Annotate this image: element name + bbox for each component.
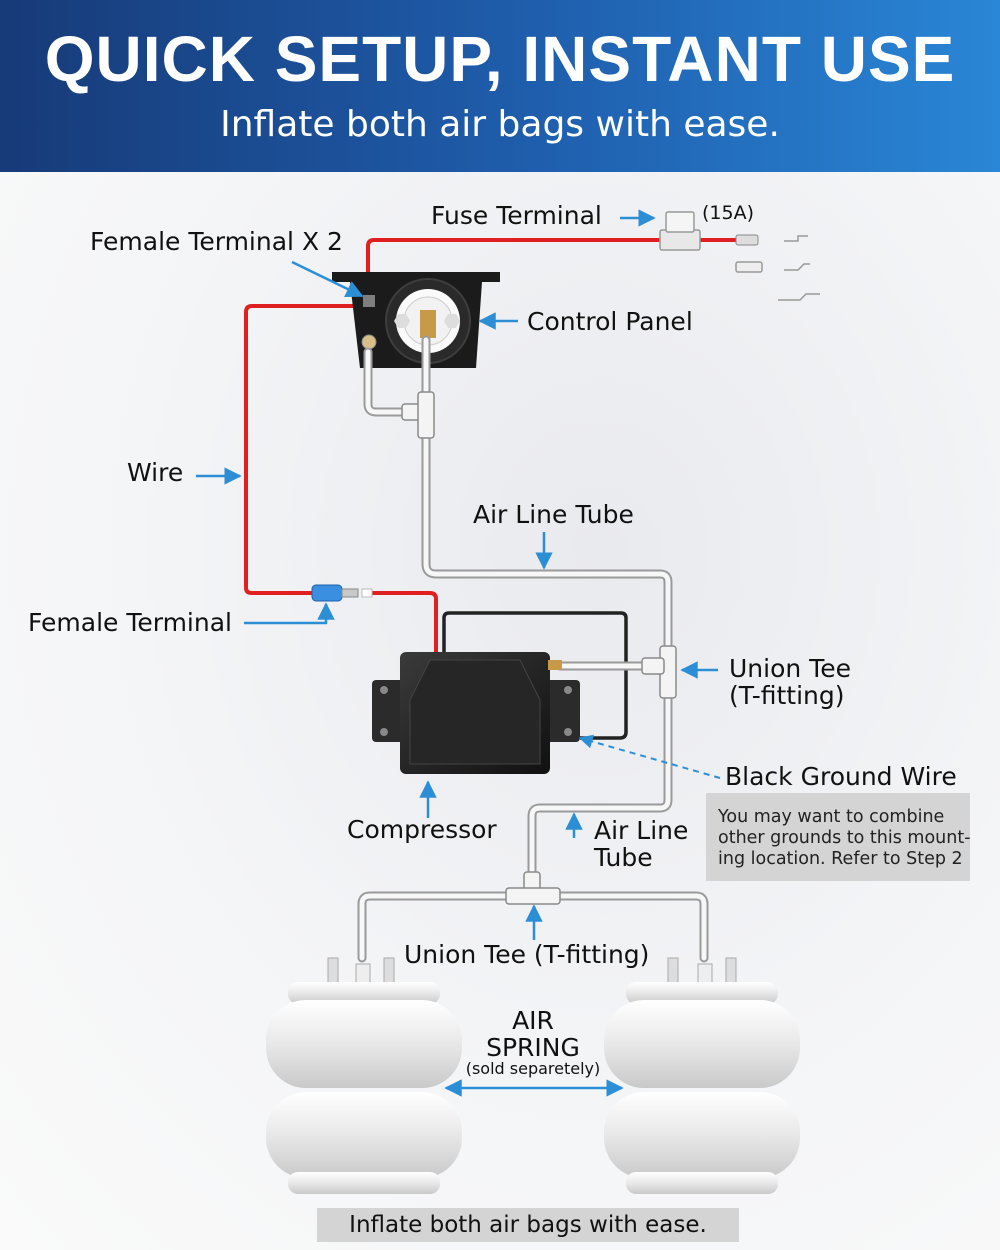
label-wire: Wire [127,458,184,487]
label-air-spring-2: SPRING [486,1033,580,1062]
label-black-ground-wire: Black Ground Wire [725,762,957,791]
label-air-line-tube-mid-1: Air Line [594,816,689,845]
ground-note-line: You may want to combine [718,807,945,827]
page-subtitle: Inflate both air bags with ease. [220,104,780,145]
fuse-terminal [659,211,759,251]
label-fuse-terminal: Fuse Terminal [431,201,602,230]
label-air-spring-1: AIR [512,1006,554,1035]
label-union-tee-bottom: Union Tee (T-fitting) [404,940,650,969]
female-terminal-connector [311,584,373,602]
black-ground-wire [442,611,628,740]
label-union-tee-right-2: (T-fitting) [729,681,845,710]
ground-note-line: ing location. Refer to Step 2 [718,849,963,869]
red-power-wire [244,238,740,655]
compressor [372,652,580,774]
footer-caption: Inflate both air bags with ease. [317,1208,739,1242]
label-air-spring-note: (sold separetely) [465,1059,601,1078]
label-union-tee-right-1: Union Tee [729,654,851,683]
label-fuse-rating: (15A) [702,202,754,224]
ground-wire-dashed-pointer [578,734,721,779]
label-control-panel: Control Panel [527,307,693,336]
spare-terminals [735,235,820,301]
page-title: QUICK SETUP, INSTANT USE [44,23,956,95]
label-female-terminal-x2: Female Terminal X 2 [90,227,343,256]
pointer-arrows [196,209,718,940]
tee-fittings [401,391,677,905]
label-female-terminal: Female Terminal [28,608,232,637]
air-spring-right [604,957,800,1194]
label-compressor: Compressor [347,815,497,844]
header-banner: QUICK SETUP, INSTANT USE Inflate both ai… [0,0,1000,172]
label-air-line-tube-mid-2: Tube [594,843,653,872]
control-panel [332,272,500,368]
ground-note-line: other grounds to this mount- [718,828,971,848]
air-spring-left [266,957,462,1194]
label-air-line-tube-top: Air Line Tube [473,500,634,529]
ground-note-box: You may want to combine other grounds to… [706,793,971,881]
